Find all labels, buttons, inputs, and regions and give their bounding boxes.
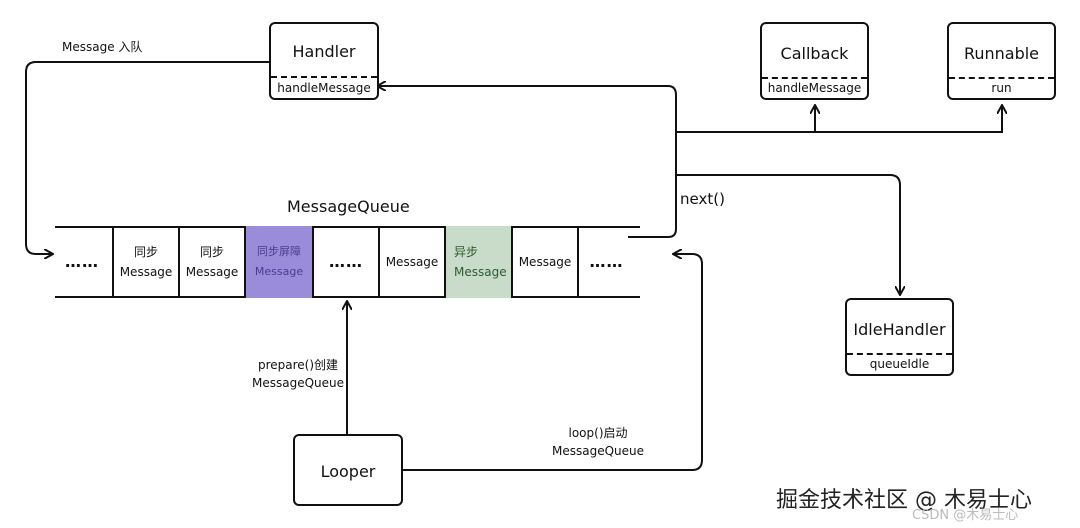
queue-cell-6: Message [380,226,444,298]
queue-cell-5: …… [314,226,378,298]
queue-cell-3: 同步 Message [180,226,244,298]
queue-cell-7-line2: Message [454,265,507,279]
queue-separator [112,226,114,298]
runnable-title: Runnable [963,44,1040,63]
idle-handler-title: IdleHandler [853,320,946,339]
callback-divider [762,77,867,79]
queue-separator [577,226,579,298]
queue-cell-5-line1: …… [329,252,363,271]
branch-line [676,106,1002,133]
queue-cell-3-line1: 同步 [199,245,224,259]
message-queue-title: MessageQueue [287,197,410,216]
queue-cell-8: Message [513,226,577,298]
queue-cell-async: 异步 Message [446,226,511,298]
queue-cell-9-line1: …… [589,252,624,271]
enqueue-label: Message 入队 [62,40,143,54]
queue-separator [511,226,513,298]
queue-top-border [55,226,640,228]
idle-arrow [676,174,900,294]
queue-cell-1-line1: …… [65,252,99,271]
runnable-box: Runnable run [947,22,1056,100]
queue-separator [378,226,380,298]
idle-handler-method: queueIdle [869,357,930,371]
next-label: next() [680,190,725,208]
runnable-method: run [991,81,1012,95]
callback-title: Callback [780,44,849,63]
runnable-divider [949,77,1054,79]
watermark-small: CSDN @木易士心 [912,508,1019,523]
handler-box: Handler handleMessage [269,22,379,100]
loop-arrow [403,254,703,471]
queue-separator [244,226,246,298]
looper-title: Looper [320,462,376,481]
loop-label-line2: MessageQueue [551,444,644,458]
queue-cell-7-line1: 异步 [454,245,479,259]
next-to-handler-arrow [378,86,677,238]
queue-separator [178,226,180,298]
prepare-label-line2: MessageQueue [252,376,345,390]
queue-cell-2-line2: Message [119,265,173,279]
queue-cell-1: …… [55,226,112,298]
prepare-label-line1: prepare()创建 [257,358,339,372]
callback-box: Callback handleMessage [760,22,869,100]
queue-cell-2: 同步 Message [114,226,178,298]
queue-separator [312,226,314,298]
queue-cell-4-line1: 同步屏障 [257,245,301,258]
loop-label: loop()启动 MessageQueue [550,424,646,460]
queue-separator [444,226,446,298]
looper-box: Looper [293,434,403,506]
enqueue-arrow [25,61,270,254]
handler-title: Handler [292,42,356,61]
queue-cell-6-line1: Message [385,255,439,269]
queue-cell-4-line2: Message [254,265,304,278]
handler-method: handleMessage [277,81,371,95]
loop-label-line1: loop()启动 [568,426,628,440]
watermark-main: 掘金技术社区 @ 木易士心 [776,488,1032,513]
queue-cell-3-line2: Message [185,265,239,279]
prepare-label: prepare()创建 MessageQueue [252,356,344,392]
queue-cell-9: …… [579,226,634,298]
queue-cell-2-line1: 同步 [133,245,158,259]
queue-cell-sync-barrier: 同步屏障 Message [246,226,312,298]
idle-handler-box: IdleHandler queueIdle [845,298,954,376]
queue-cell-8-line1: Message [518,255,572,269]
handler-divider [271,76,377,78]
callback-method: handleMessage [767,81,862,95]
queue-bottom-border [55,296,640,298]
idle-handler-divider [847,353,952,355]
